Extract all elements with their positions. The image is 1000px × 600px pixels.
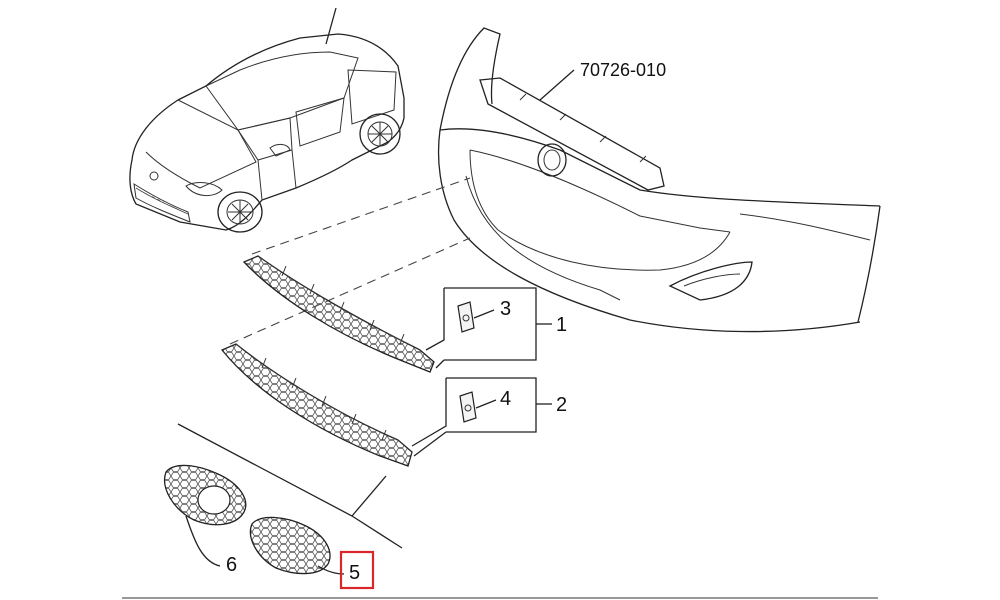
leader-lines: [122, 69, 878, 599]
car-illustration: [129, 7, 405, 233]
callout-5-highlight-box: [339, 550, 375, 590]
callout-6: 6: [226, 554, 237, 576]
callout-3: 3: [500, 298, 511, 320]
fog-lamp-grille-part-5: [249, 516, 331, 575]
callout-1: 1: [556, 314, 567, 336]
rear-wheel: [359, 113, 401, 155]
callout-5: 5: [349, 562, 360, 584]
front-bumper-illustration: [437, 27, 881, 333]
callout-4: 4: [500, 388, 511, 410]
alignment-lines: [229, 177, 471, 345]
fog-lamp-grille-part-6: [164, 464, 247, 526]
callout-2: 2: [556, 394, 567, 416]
clip-part-4: [459, 391, 477, 423]
reference-code: 70726-010: [580, 60, 666, 80]
clip-part-3: [457, 301, 475, 333]
front-wheel: [217, 191, 263, 233]
lower-grille-part: [220, 343, 413, 467]
upper-grille-part: [242, 255, 435, 373]
